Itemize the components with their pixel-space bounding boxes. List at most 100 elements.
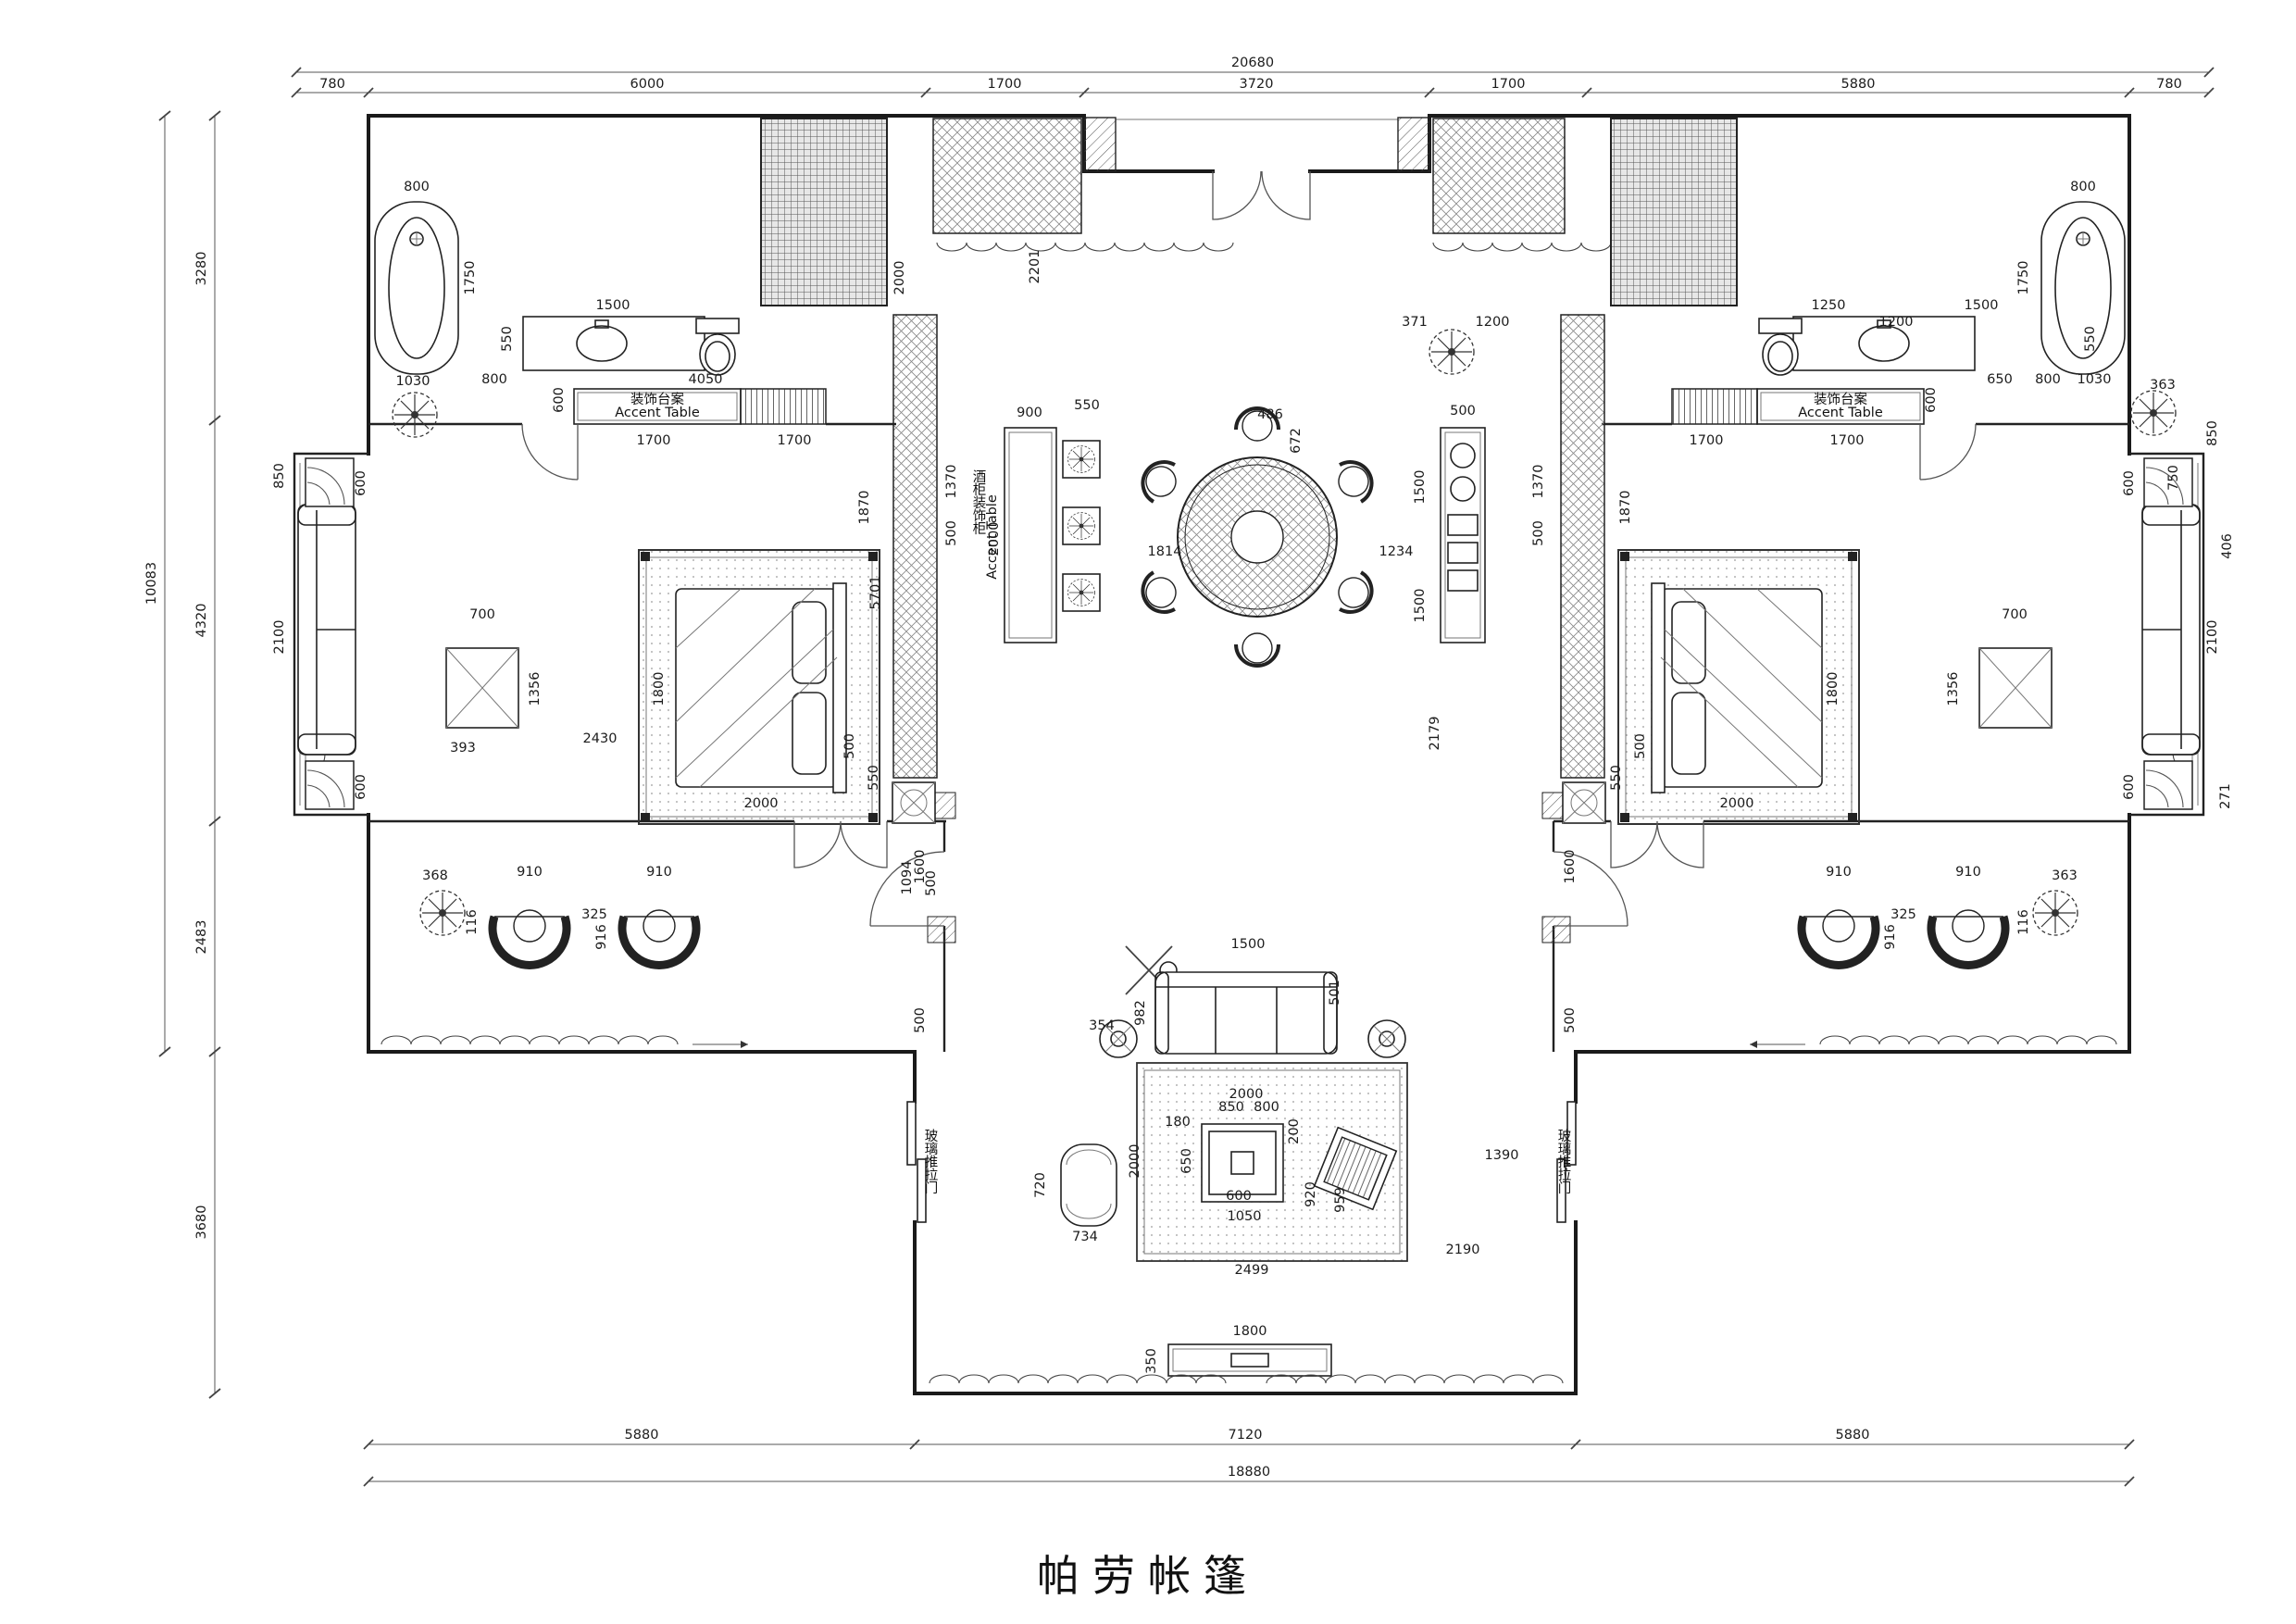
dimension-label: 116 (2016, 909, 2031, 935)
dimension-label: 18880 (1228, 1465, 1270, 1480)
dimension-label: 354 (1089, 1018, 1115, 1033)
dimension-label: 750 (2166, 465, 2181, 491)
dimension-label: 550 (1609, 765, 1624, 791)
plan-label: 装饰台案 (630, 391, 684, 407)
dimension-label: 393 (450, 741, 476, 756)
wicker-chair (1931, 910, 2005, 965)
dining-chair (1133, 452, 1187, 509)
dimension-label: 1250 (1812, 298, 1846, 313)
dimension-label: 10083 (144, 562, 159, 605)
dimension-label: 5880 (625, 1428, 659, 1443)
dimension-label: 1500 (596, 298, 630, 313)
dimension-label: 1500 (1965, 298, 1999, 313)
dimension-label: 3720 (1240, 77, 1274, 92)
dimension-label: 1500 (1413, 589, 1428, 623)
plan-label: 装饰台案 (1814, 391, 1867, 407)
decor-cabinet-right (1978, 647, 2053, 729)
dimension-label: 700 (2002, 607, 2028, 622)
dimension-label: 5880 (1836, 1428, 1870, 1443)
dimension-label: 720 (1033, 1172, 1048, 1198)
dimension-label: 800 (481, 372, 507, 387)
bed-right (1617, 549, 1860, 825)
bed-left (638, 549, 880, 825)
dimension-label: 1814 (1148, 544, 1182, 559)
dimension-label: 1390 (1485, 1148, 1519, 1163)
dimension-label: 1200 (1879, 315, 1914, 330)
round-side-table (1367, 1019, 1406, 1058)
closet-right (1432, 118, 1730, 252)
plan-label: 玻璃推拉门 (1558, 1129, 1572, 1196)
right-bedroom (1553, 457, 2201, 927)
dimension-label: 350 (1144, 1348, 1159, 1374)
bay-sofa-left (297, 504, 356, 756)
right-bathroom (1610, 118, 2177, 481)
plant-icon (1429, 329, 1475, 375)
plan-label: 酒柜装饰柜 (973, 469, 987, 537)
dimension-label: 1370 (944, 465, 959, 499)
chaise-lounge (1060, 1143, 1117, 1227)
dimension-label: 1870 (857, 491, 872, 525)
dimension-label: 1700 (1830, 433, 1865, 448)
dimension-label: 2483 (194, 920, 209, 955)
dimension-label: 2100 (272, 620, 287, 655)
dimension-label: 116 (465, 909, 480, 935)
dimension-label: 1370 (1531, 465, 1546, 499)
plant-icon (2032, 890, 2078, 936)
plant-icon (2130, 390, 2177, 436)
dimension-label: 1750 (2016, 261, 2031, 295)
dimension-label: 600 (1226, 1189, 1252, 1204)
vanity-left (522, 316, 705, 371)
plant-icon (392, 392, 438, 438)
dimension-label: 1200 (1476, 315, 1510, 330)
dimension-label: 1356 (528, 672, 543, 706)
dimension-label: 600 (2122, 470, 2137, 496)
drawing-title: 帕劳帐篷 (1037, 1551, 1259, 1601)
dimension-label: 180 (1165, 1115, 1191, 1130)
side-table-left (892, 781, 936, 824)
wicker-chair (1802, 910, 1876, 965)
dimension-label: 982 (1133, 1000, 1148, 1026)
dimension-label: 1700 (1690, 433, 1724, 448)
dining-area (1004, 170, 1486, 668)
dimension-label: 600 (354, 774, 368, 800)
bay-sofa-right (2141, 504, 2201, 756)
dimension-label: 1500 (1413, 470, 1428, 505)
plan-label: Accent Table (615, 406, 700, 420)
dimension-label: 1800 (1233, 1324, 1267, 1339)
dimension-label: 550 (2083, 326, 2098, 352)
dimension-label: 2000 (987, 522, 1002, 556)
sliding-door-right[interactable] (1556, 1101, 1577, 1223)
dimension-label: 1700 (637, 433, 671, 448)
dimension-label: 501 (1328, 980, 1342, 1006)
dimension-label: 734 (1072, 1230, 1098, 1244)
sliding-door-left[interactable] (906, 1101, 927, 1223)
fireplace-stove (1313, 1126, 1398, 1211)
dimension-label: 2000 (1128, 1144, 1142, 1179)
dining-chair (1234, 631, 1280, 668)
dimension-label: 2201 (1028, 250, 1042, 284)
dimension-label: 325 (1890, 907, 1916, 922)
dimension-lines (158, 67, 2215, 1487)
bathtub-left (374, 201, 459, 375)
dimension-label: 1600 (913, 850, 928, 884)
dimension-label: 650 (1987, 372, 2013, 387)
dimension-label: 1094 (900, 861, 915, 895)
dimension-label: 2499 (1235, 1263, 1269, 1278)
dimension-label: 2000 (1720, 796, 1754, 811)
dimension-label: 20680 (1231, 56, 1274, 70)
dimension-label: 800 (2035, 372, 2061, 387)
dimension-label: 550 (500, 326, 515, 352)
dimension-label: 486 (1257, 407, 1283, 422)
dimension-label: 5701 (868, 576, 883, 610)
dimension-label: 959 (1333, 1187, 1348, 1213)
display-console-right (1440, 427, 1486, 643)
dimension-label: 7120 (1229, 1428, 1263, 1443)
dimension-label: 600 (2122, 774, 2137, 800)
dimension-label: 1700 (988, 77, 1022, 92)
dimension-label: 910 (1955, 865, 1981, 880)
dimension-label: 672 (1289, 428, 1304, 454)
round-side-table (1099, 1019, 1138, 1058)
dimension-label: 800 (1254, 1100, 1279, 1115)
dimension-label: 1030 (2078, 372, 2112, 387)
dimension-label: 4050 (689, 372, 723, 387)
